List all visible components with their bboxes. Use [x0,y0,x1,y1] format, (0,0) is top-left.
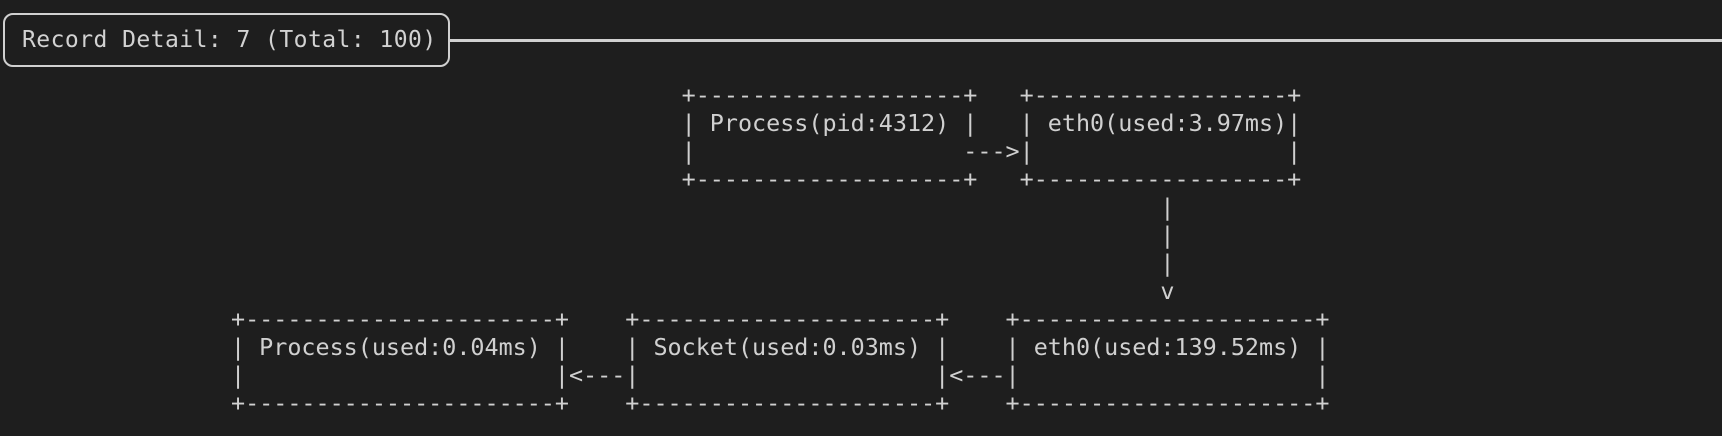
record-detail-tab[interactable]: Record Detail: 7 (Total: 100) [3,13,450,67]
packet-flow-ascii-diagram: +-------------------+ +-----------------… [231,81,1330,417]
pane-border-line [440,39,1722,42]
page-title: Record Detail: 7 (Total: 100) [22,27,437,53]
